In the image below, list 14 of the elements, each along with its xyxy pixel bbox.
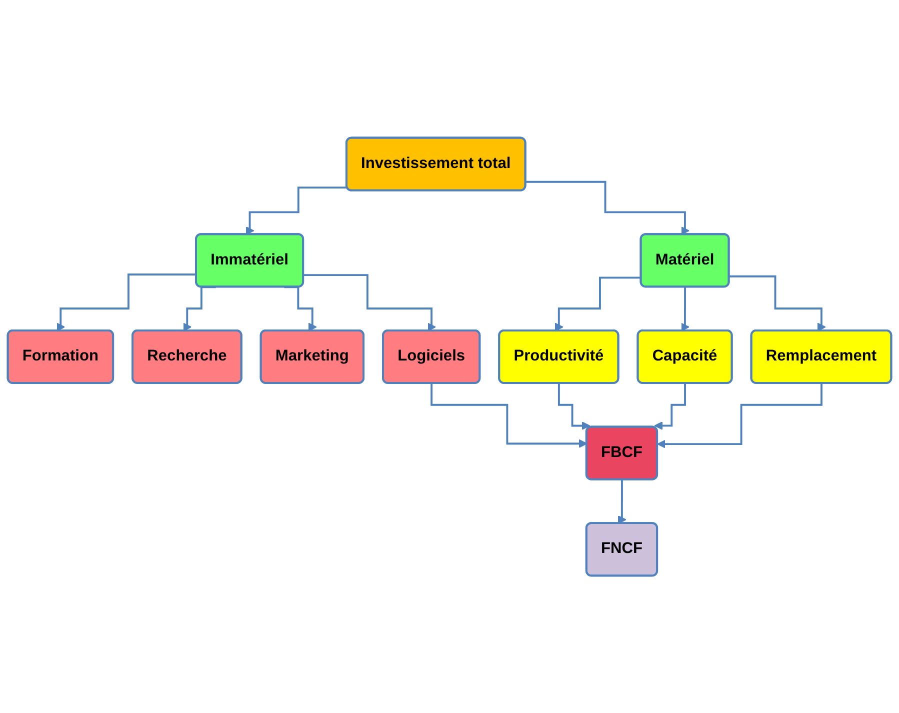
arrow	[56, 273, 196, 332]
arrow	[558, 382, 590, 430]
arrow	[554, 276, 642, 332]
arrow	[618, 478, 626, 524]
arrow	[284, 286, 317, 332]
arrow	[183, 286, 216, 332]
arrow	[657, 382, 823, 448]
arrow	[430, 382, 588, 448]
arrow	[304, 274, 436, 332]
arrow	[729, 275, 826, 332]
arrow	[654, 382, 686, 430]
arrow	[246, 186, 348, 235]
arrow	[526, 180, 690, 235]
arrow	[680, 286, 690, 332]
